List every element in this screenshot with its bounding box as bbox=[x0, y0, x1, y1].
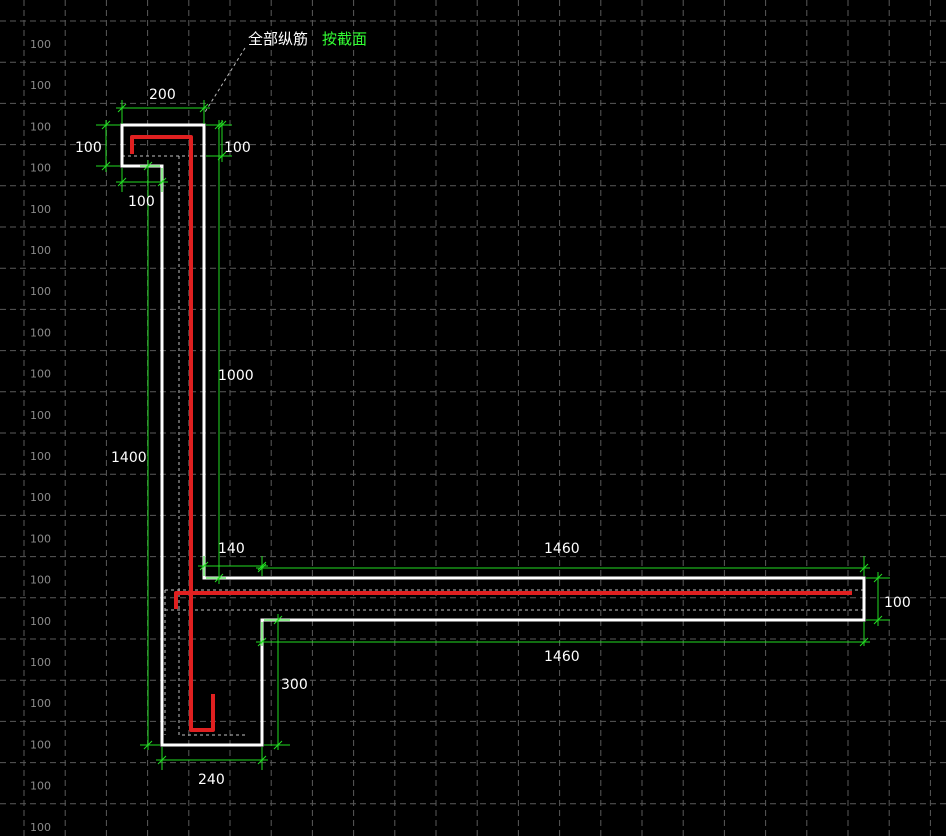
dim-top-left-height: 100 bbox=[75, 140, 102, 156]
grid-row-label: 100 bbox=[30, 780, 51, 793]
dim-top-width: 200 bbox=[149, 87, 176, 103]
dim-flange-bottom-length: 1460 bbox=[544, 649, 580, 665]
dimension-lines bbox=[96, 100, 890, 770]
grid-row-label: 100 bbox=[30, 38, 51, 51]
rebar-lines bbox=[130, 135, 852, 732]
grid-row-label: 100 bbox=[30, 120, 51, 133]
grid-row-label: 100 bbox=[30, 450, 51, 463]
section-outline bbox=[120, 123, 866, 747]
annotation-link-by-section[interactable]: 按截面 bbox=[322, 30, 367, 48]
grid-row-label: 100 bbox=[30, 203, 51, 216]
dim-corner-offset: 140 bbox=[218, 541, 245, 557]
annotation-label: 全部纵筋 bbox=[248, 30, 308, 48]
dim-total-height: 1400 bbox=[111, 450, 147, 466]
grid-row-label: 100 bbox=[30, 79, 51, 92]
grid-row-label: 100 bbox=[30, 162, 51, 175]
grid-row-labels: 100 100 100 100 100 100 100 100 100 100 100 100 100 1… bbox=[30, 38, 51, 834]
dim-bottom-width: 240 bbox=[198, 772, 225, 788]
rebar-main-vertical bbox=[130, 135, 215, 732]
grid-row-label: 100 bbox=[30, 615, 51, 628]
grid-row-label: 100 bbox=[30, 656, 51, 669]
grid-row-label: 100 bbox=[30, 491, 51, 504]
dim-top-step: 100 bbox=[128, 194, 155, 210]
annotation-leader-line bbox=[204, 47, 246, 113]
dim-upper-height: 1000 bbox=[218, 368, 254, 384]
grid-row-label: 100 bbox=[30, 532, 51, 545]
dim-top-right-height: 100 bbox=[224, 140, 251, 156]
dim-bottom-height: 300 bbox=[281, 677, 308, 693]
dim-flange-thickness: 100 bbox=[884, 595, 911, 611]
grid-row-label: 100 bbox=[30, 409, 51, 422]
grid-row-label: 100 bbox=[30, 821, 51, 834]
grid-row-label: 100 bbox=[30, 368, 51, 381]
grid-row-label: 100 bbox=[30, 738, 51, 751]
grid-row-label: 100 bbox=[30, 574, 51, 587]
grid-row-label: 100 bbox=[30, 697, 51, 710]
rebar-flange-horizontal bbox=[174, 591, 852, 609]
dim-flange-top-length: 1460 bbox=[544, 541, 580, 557]
grid-row-label: 100 bbox=[30, 285, 51, 298]
grid-row-label: 100 bbox=[30, 326, 51, 339]
cover-offset-lines bbox=[122, 155, 865, 736]
grid-row-label: 100 bbox=[30, 244, 51, 257]
